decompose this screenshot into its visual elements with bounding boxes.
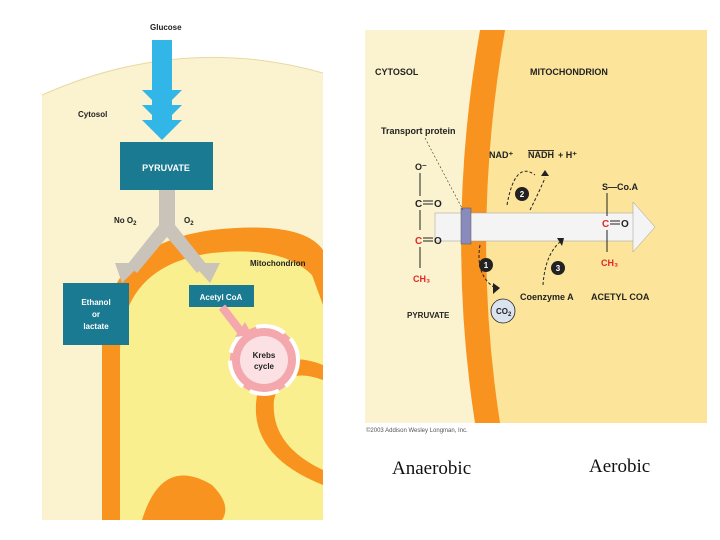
svg-text:CH₃: CH₃ <box>601 258 618 268</box>
aerobic-caption: Aerobic <box>589 456 651 477</box>
step-1-marker <box>479 258 493 272</box>
pyruvate-label: PYRUVATE <box>142 163 190 173</box>
step-3-marker <box>551 261 565 275</box>
nad-label: NAD⁺ <box>489 150 513 160</box>
mitochondrion-label: MITOCHONDRION <box>530 67 608 77</box>
acetyl-coa-label: Acetyl CoA <box>200 293 243 302</box>
svg-text:O: O <box>434 199 442 210</box>
ethanol-box <box>63 283 129 345</box>
svg-text:C: C <box>415 236 422 247</box>
step-1-label: 1 <box>484 261 489 270</box>
co2-label: CO2 <box>496 307 512 318</box>
acetyl-coa-label: ACETYL COA <box>591 292 650 302</box>
copyright-credit: ©2003 Addison Wesley Longman, Inc. <box>366 428 468 434</box>
pyruvate-label: PYRUVATE <box>407 311 450 320</box>
pyruvate-box <box>120 142 213 190</box>
ethanol-label-2: or <box>92 310 100 319</box>
acetyl-structure: S—Co.A C O CH₃ <box>601 182 639 268</box>
co2-molecule <box>490 298 516 324</box>
no-o2-label: No O2 <box>114 216 137 227</box>
svg-text:O: O <box>434 236 442 247</box>
glycolysis-overview-diagram: Glucose Cytosol PYRUVATE No O2 O2 Mitoch… <box>42 15 323 520</box>
krebs-label-1: Krebs <box>253 351 276 360</box>
svg-text:C: C <box>415 199 422 210</box>
acetyl-coa-box <box>189 285 254 307</box>
krebs-label-2: cycle <box>254 362 275 371</box>
glucose-label: Glucose <box>150 23 182 32</box>
cytosol-label: Cytosol <box>78 110 107 119</box>
svg-text:O⁻: O⁻ <box>415 162 427 172</box>
pyruvate-transport-diagram: CYTOSOL MITOCHONDRION Transport protein … <box>365 30 707 423</box>
coenzyme-a-label: Coenzyme A <box>520 292 574 302</box>
svg-text:CH₃: CH₃ <box>413 274 430 284</box>
transport-protein-label: Transport protein <box>381 126 456 136</box>
transport-protein <box>460 207 472 245</box>
step-2-label: 2 <box>520 190 525 199</box>
branch-arrow <box>127 190 207 273</box>
step-3-label: 3 <box>556 264 561 273</box>
svg-text:O: O <box>621 219 629 230</box>
ethanol-label-1: Ethanol <box>81 298 110 307</box>
o2-label: O2 <box>184 216 194 227</box>
h-label: + H⁺ <box>558 150 577 160</box>
pyruvate-structure: O⁻ C O C O CH₃ <box>413 162 442 284</box>
step-2-marker <box>515 187 529 201</box>
svg-text:C: C <box>602 219 609 230</box>
svg-text:S—Co.A: S—Co.A <box>602 182 639 192</box>
mitochondrion-label: Mitochondrion <box>250 259 306 268</box>
nadh-label: NADH <box>528 150 554 160</box>
anaerobic-caption: Anaerobic <box>392 458 472 479</box>
mitochondrion-inner <box>120 251 323 520</box>
ethanol-label-3: lactate <box>83 322 109 331</box>
cytosol-label: CYTOSOL <box>375 67 419 77</box>
